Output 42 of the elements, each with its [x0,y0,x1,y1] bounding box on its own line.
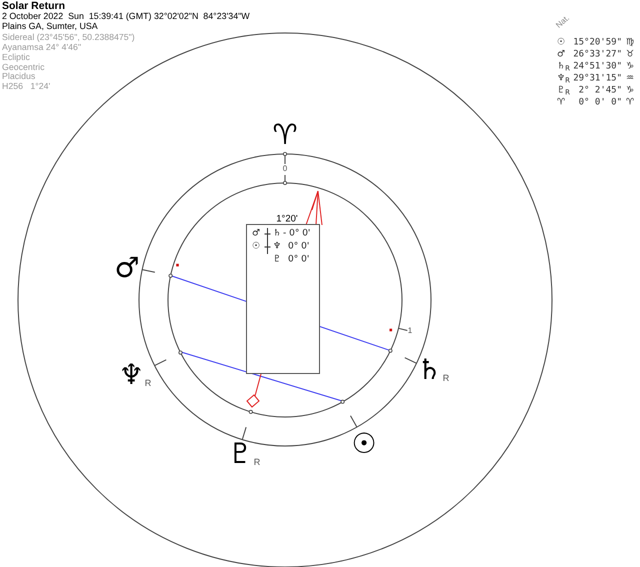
planet-glyph: ♄ [273,230,282,238]
sign-glyph: ♈ [272,121,298,149]
cusp-number: 0 [282,165,288,173]
sign-glyph: ♒ [626,74,634,84]
sign-glyph: ♈ [626,98,634,108]
position-value: 29°31'15" [573,74,622,84]
planet-glyph: ♇ [273,256,282,264]
planet-glyph: ♄$_{R}$ [557,62,570,72]
chart-setting: Ecliptic [2,53,30,62]
sign-glyph: ♑ [626,62,634,72]
planet-glyph: ♆ [273,242,282,252]
position-value: 26°33'27" [573,50,622,60]
cusp-number: 1 [408,327,412,335]
sign-glyph: ♑ [626,86,634,96]
chart-setting: H256 1°24' [2,82,50,90]
date-time-line: 2 October 2022 Sun 15:39:41 (GMT) 32°02'02"N 84°23'34"W [2,12,250,21]
aspect-orb: 0° 0' [288,242,310,252]
planet-glyph: ♆$_{R}$ [557,74,570,84]
planet-glyph: ♂ [114,254,140,282]
column-header: Nat. [554,14,572,30]
planet-glyph: ♇$_{R}$ [557,86,570,96]
location-line: Plains GA, Sumter, USA [2,22,98,31]
planet-glyph: ♂ [252,230,260,238]
sign-glyph: ♍ [626,38,634,48]
chart-setting: Ayanamsa 24° 4'46" [2,43,82,52]
aspect-orb: - 0° 0' [283,230,310,238]
planet-glyph: ☉ [351,430,377,458]
planet-glyph: ☉ [252,242,260,252]
chart-setting: Placidus [2,72,36,81]
planet-glyph: ♂ [557,50,566,60]
position-value: 24°51'30" [573,62,622,72]
cusp-degree: 1°20' [276,214,298,224]
chart-title: Solar Return [2,1,66,12]
sign-glyph: ♈ [557,98,566,108]
aspect-orb: 0° 0' [288,256,310,264]
chart-setting: Geocentric [2,62,45,72]
planet-glyph: ☉ [557,38,566,48]
position-value: 0° 0' 0" [578,98,622,108]
chart-setting: Sidereal (23°45'56", 50.2388475") [2,33,135,42]
position-value: 2° 2'45" [578,86,622,96]
sign-glyph: ♉ [626,50,634,60]
position-value: 15°20'59" [573,38,622,48]
